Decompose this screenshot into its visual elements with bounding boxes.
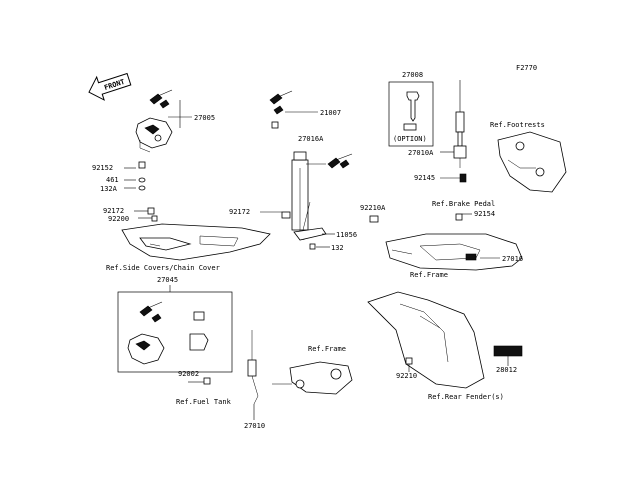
key-icon: [269, 93, 283, 105]
part-27010a-label: 27010A: [408, 149, 434, 157]
key-option-box: (OPTION): [388, 81, 434, 147]
ref-side-covers-label: Ref.Side Covers/Chain Cover: [106, 264, 220, 272]
part-27008-label: 27008: [402, 71, 423, 79]
clip-92002-icon: [203, 377, 211, 385]
frame-assembly-27016: [385, 233, 523, 271]
seat-lock-27016a: [291, 151, 353, 240]
part-27016a-label: 27016A: [298, 135, 324, 143]
part-92154-label: 92154: [474, 210, 495, 218]
ignition-set-box-27045: [117, 291, 233, 373]
part-92172b-label: 92172: [229, 208, 250, 216]
key-icon: [327, 157, 341, 169]
clip-92172-icon: [147, 207, 155, 215]
part-92200-label: 92200: [108, 215, 129, 223]
bolt-132-icon: [309, 243, 316, 250]
diagram-code: F2770: [516, 64, 537, 72]
spring-92145-icon: [459, 173, 467, 183]
key-tag-icon: [403, 123, 417, 131]
part-27008-option: (OPTION): [393, 135, 427, 143]
clip-92172-icon: [281, 211, 291, 219]
part-27045-label: 27045: [157, 276, 178, 284]
part-132-label: 132: [331, 244, 344, 252]
seat-lock-icon: [189, 333, 209, 351]
part-92145-label: 92145: [414, 174, 435, 182]
part-461-label: 461: [106, 176, 119, 184]
ignition-switch-assembly: [135, 89, 173, 153]
front-arrow-icon: FRONT: [88, 72, 132, 101]
frame-bracket-lower: [272, 361, 353, 395]
ref-frame-bottom-label: Ref.Frame: [308, 345, 346, 353]
reflector-28012-icon: [493, 345, 523, 357]
sensor-27010: [247, 330, 259, 405]
lock-cylinder-icon: [193, 311, 205, 321]
part-92210-label: 92210: [396, 372, 417, 380]
rear-fender: [367, 291, 485, 389]
part-132a-label: 132A: [100, 185, 118, 193]
footrest-bracket: [497, 131, 567, 193]
part-92002-label: 92002: [178, 370, 199, 378]
sensor-27010a: [453, 111, 467, 168]
part-21007-label: 21007: [320, 109, 341, 117]
part-28012-label: 28012: [496, 366, 517, 374]
part-27010-label: 27010: [244, 422, 265, 430]
key-icon: [149, 93, 163, 105]
bolt-92152-icon: [138, 161, 146, 169]
key-icon: [139, 305, 153, 317]
bolt-92154-icon: [455, 213, 463, 221]
part-11056-label: 11056: [336, 231, 357, 239]
part-92210a-label: 92210A: [360, 204, 386, 212]
ref-brake-pedal-label: Ref.Brake Pedal: [432, 200, 495, 208]
part-92152-label: 92152: [92, 164, 113, 172]
ref-footrests-label: Ref.Footrests: [490, 121, 545, 129]
part-27016-label: 27016: [502, 255, 523, 263]
ref-fuel-tank-label: Ref.Fuel Tank: [176, 398, 232, 406]
bolt-92200-icon: [151, 215, 158, 222]
ref-frame-right-label: Ref.Frame: [410, 271, 448, 279]
clip-92210a-icon: [369, 215, 379, 223]
ignition-switch-body: [127, 333, 165, 365]
part-92172a-label: 92172: [103, 207, 124, 215]
key-blank-icon: [406, 91, 420, 122]
side-cover-panel: [121, 223, 271, 261]
bolt-92210-icon: [405, 357, 413, 365]
washer-461-icon: [138, 177, 146, 183]
ref-rear-fender-label: Ref.Rear Fender(s): [428, 393, 504, 401]
part-27005-label: 27005: [194, 114, 215, 122]
washer-132a-icon: [138, 185, 146, 191]
key-set-21007: [269, 90, 293, 129]
